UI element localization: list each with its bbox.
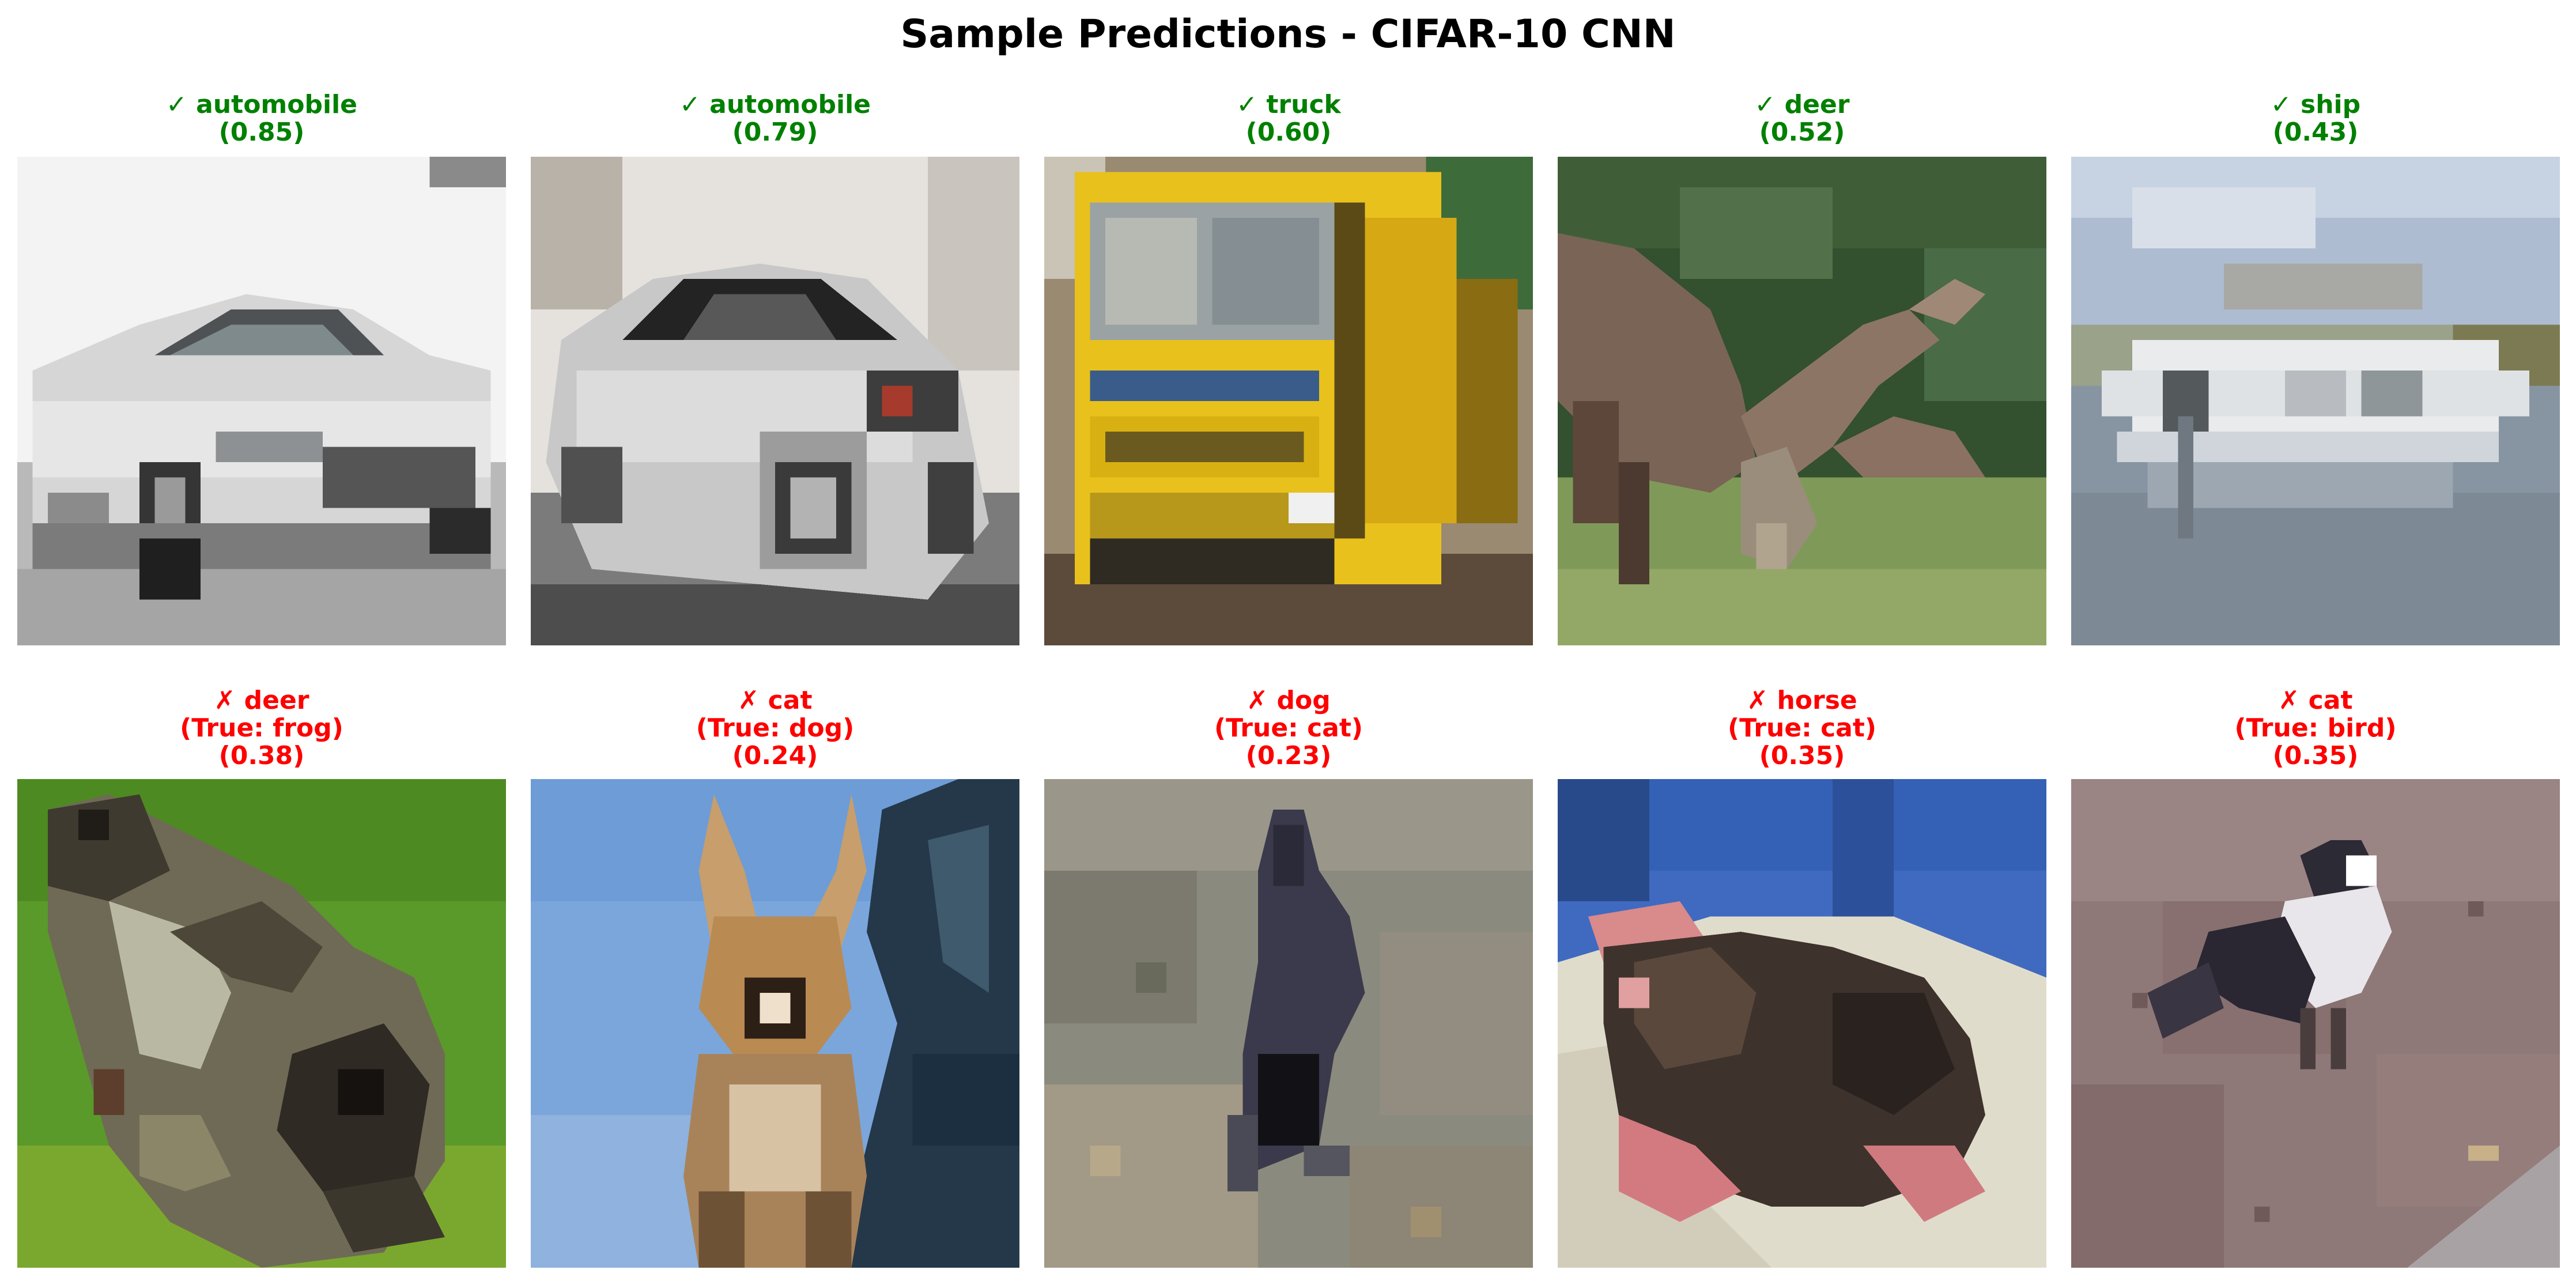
confidence-score: (0.23) [1245,741,1332,770]
confidence-score: (0.52) [1759,118,1845,147]
prediction-caption: ✓ deer (0.52) [1558,91,2046,146]
sample-image-automobile [17,157,506,645]
sample-image-automobile [531,157,1019,645]
prediction-caption: ✗ deer (True: frog) (0.38) [17,687,506,770]
predicted-label: ✓ ship [2270,90,2361,119]
confidence-score: (0.43) [2272,118,2359,147]
sample-image-truck [1044,157,1533,645]
confidence-score: (0.38) [218,741,305,770]
sample-image-cat [1044,779,1533,1268]
predicted-label: ✓ automobile [165,90,358,119]
predicted-label: ✗ deer [214,686,309,715]
prediction-caption: ✗ cat (True: dog) (0.24) [531,687,1019,770]
true-label: (True: dog) [696,713,855,743]
prediction-caption: ✓ truck (0.60) [1044,91,1533,146]
predicted-label: ✓ truck [1236,90,1341,119]
prediction-caption: ✓ automobile (0.79) [531,91,1019,146]
confidence-score: (0.35) [1759,741,1845,770]
true-label: (True: frog) [180,713,343,743]
sample-image-dog [531,779,1019,1268]
prediction-caption: ✓ automobile (0.85) [17,91,506,146]
sample-image-cat [1558,779,2046,1268]
predicted-label: ✗ cat [738,686,813,715]
figure-title: Sample Predictions - CIFAR-10 CNN [900,12,1676,57]
confidence-score: (0.79) [732,118,818,147]
sample-image-deer [1558,157,2046,645]
prediction-caption: ✗ cat (True: bird) (0.35) [2071,687,2560,770]
sample-image-ship [2071,157,2560,645]
predicted-label: ✗ horse [1747,686,1857,715]
true-label: (True: cat) [1214,713,1363,743]
true-label: (True: bird) [2234,713,2397,743]
sample-image-frog [17,779,506,1268]
prediction-caption: ✓ ship (0.43) [2071,91,2560,146]
sample-image-bird [2071,779,2560,1268]
predicted-label: ✓ automobile [679,90,871,119]
predicted-label: ✗ dog [1247,686,1331,715]
predicted-label: ✗ cat [2278,686,2353,715]
prediction-caption: ✗ dog (True: cat) (0.23) [1044,687,1533,770]
confidence-score: (0.85) [218,118,305,147]
confidence-score: (0.60) [1245,118,1332,147]
predicted-label: ✓ deer [1754,90,1850,119]
true-label: (True: cat) [1728,713,1876,743]
prediction-caption: ✗ horse (True: cat) (0.35) [1558,687,2046,770]
confidence-score: (0.35) [2272,741,2359,770]
confidence-score: (0.24) [732,741,818,770]
